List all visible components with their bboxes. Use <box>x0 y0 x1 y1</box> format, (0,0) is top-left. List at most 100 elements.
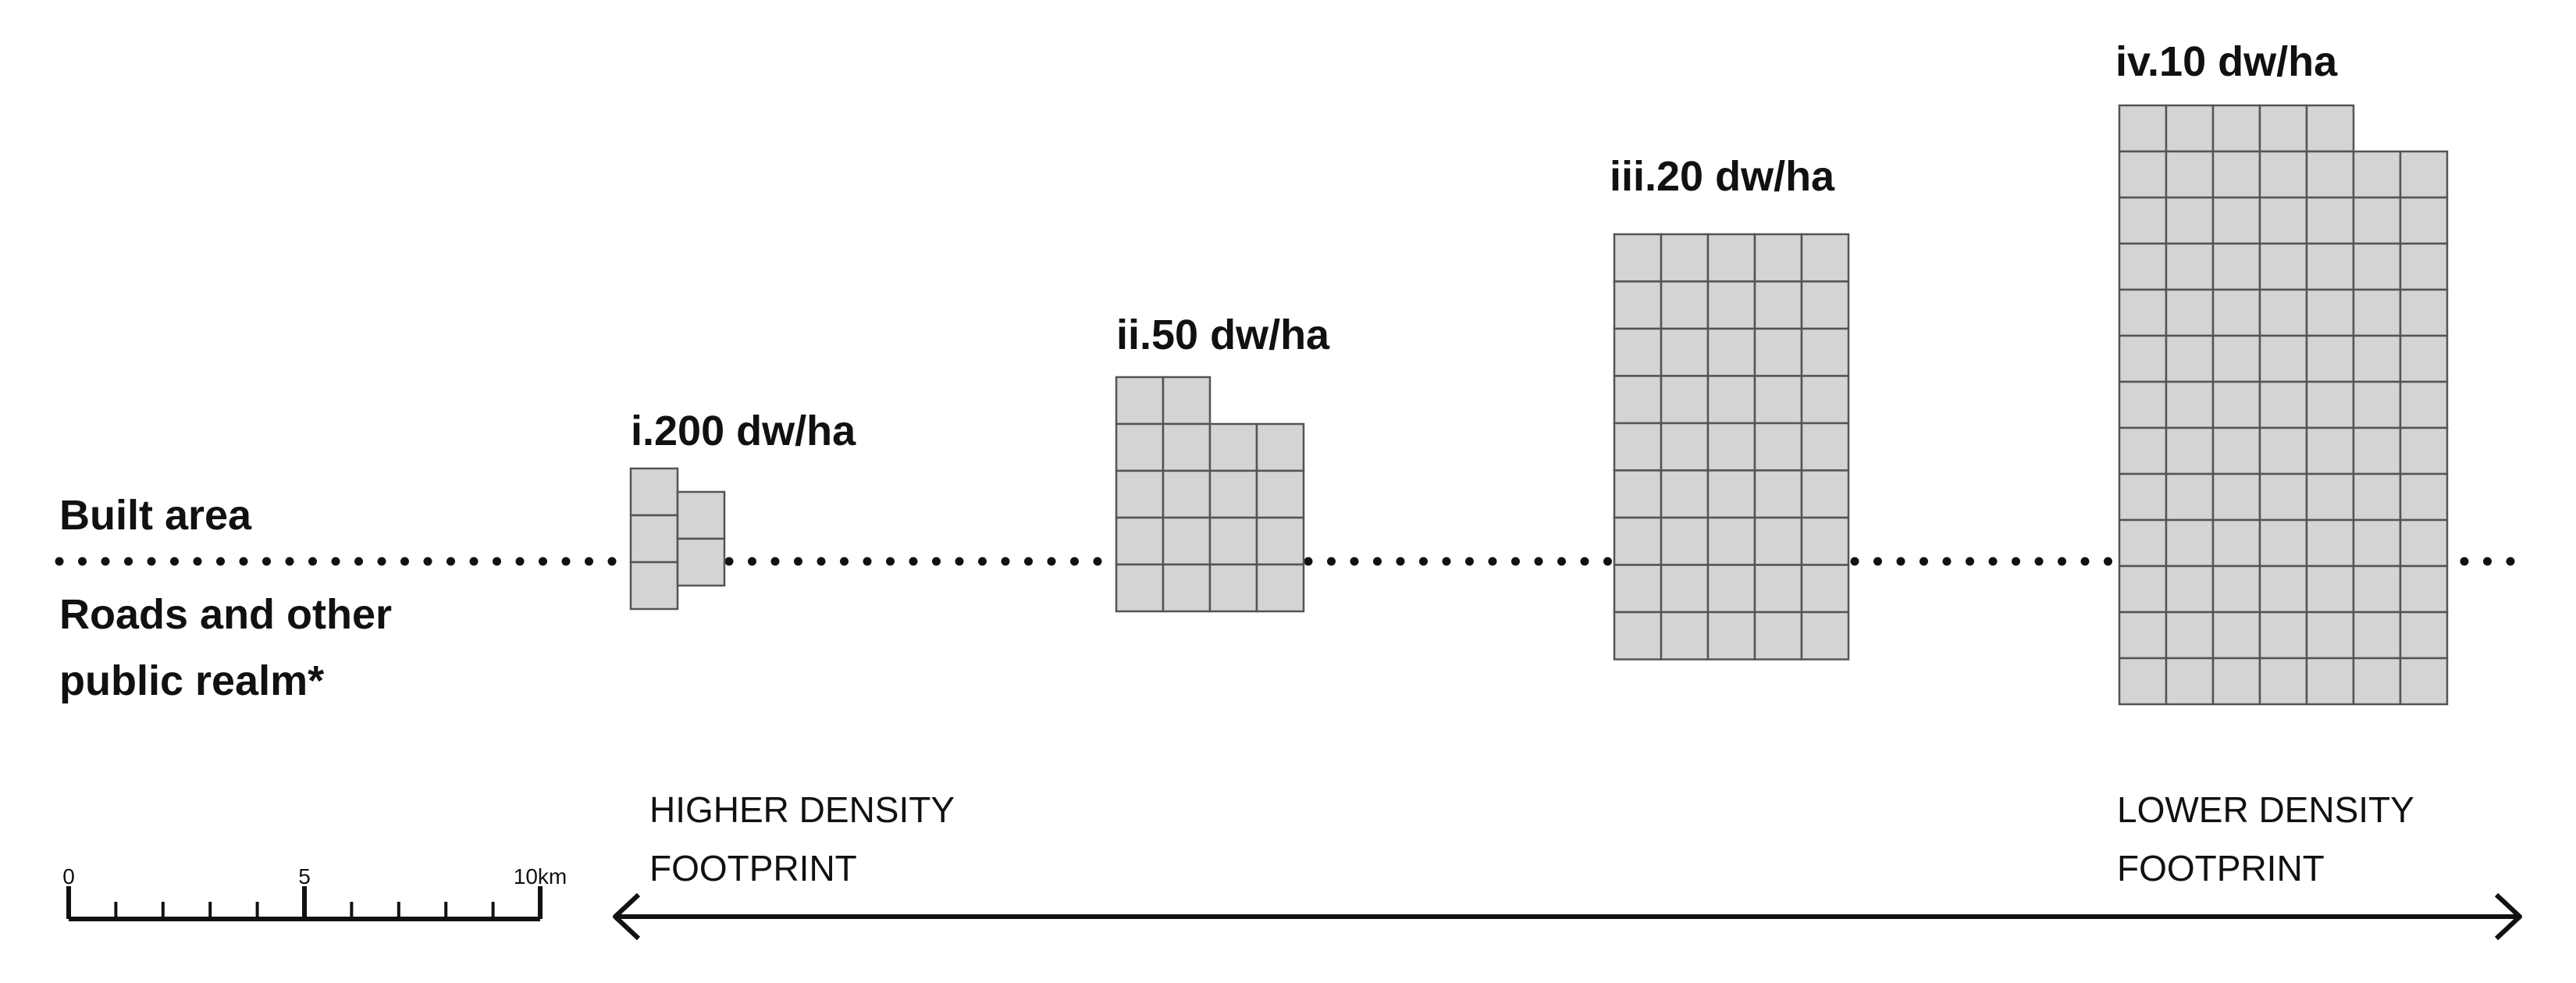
footprint-cell <box>1208 422 1258 472</box>
footprint-cell <box>2118 426 2168 475</box>
footprint-cell <box>1800 233 1850 283</box>
footprint-cell <box>2211 472 2261 522</box>
footprint-cell <box>2305 611 2355 660</box>
divider-dot <box>101 557 110 566</box>
divider-dot <box>2104 557 2112 566</box>
footprint-cell <box>2305 657 2355 706</box>
footprint-cell <box>2211 518 2261 568</box>
divider-dot <box>1557 557 1566 566</box>
footprint-cell <box>2118 288 2168 337</box>
footprint-cell <box>1613 422 1663 472</box>
footprint-cell <box>2352 288 2402 337</box>
footprint-cell <box>2258 196 2308 245</box>
footprint-cell <box>2305 426 2355 475</box>
footprint-cell <box>2305 242 2355 291</box>
divider-dot <box>1001 557 1010 566</box>
footprint-grid-200 <box>629 467 726 611</box>
lower-density-label-line2: FOOTPRINT <box>2117 848 2325 889</box>
footprint-cell <box>2352 196 2402 245</box>
divider-dot <box>1488 557 1497 566</box>
divider-dot <box>1873 557 1882 566</box>
footprint-cell <box>2305 150 2355 199</box>
footprint-cell <box>1800 280 1850 330</box>
divider-dot <box>2034 557 2044 566</box>
divider-dot <box>1603 557 1612 566</box>
footprint-cell <box>2399 196 2449 245</box>
footprint-cell <box>2211 104 2261 153</box>
footprint-cell <box>2305 334 2355 383</box>
divider-dot <box>1942 557 1952 566</box>
divider-dot <box>1304 557 1313 566</box>
footprint-cell <box>676 490 726 540</box>
footprint-cell <box>2258 426 2308 475</box>
divider-dot <box>607 557 617 566</box>
footprint-cell <box>1800 516 1850 566</box>
footprint-cell <box>2305 196 2355 245</box>
footprint-cell <box>2211 150 2261 199</box>
divider-dot <box>1850 557 1859 566</box>
built-area-label: Built area <box>59 492 252 539</box>
footprint-cell <box>1800 469 1850 519</box>
footprint-cell <box>2118 334 2168 383</box>
footprint-cell <box>1115 516 1165 566</box>
public-realm-label-line1: Roads and other <box>59 591 392 638</box>
footprint-cell <box>1255 516 1305 566</box>
footprint-cell <box>2258 611 2308 660</box>
divider-dot <box>863 557 872 566</box>
footprint-cell <box>2165 380 2215 429</box>
footprint-cell <box>2305 104 2355 153</box>
footprint-cell <box>2165 518 2215 568</box>
divider-dot <box>493 557 501 566</box>
footprint-cell <box>1613 233 1663 283</box>
footprint-cell <box>2165 611 2215 660</box>
divider-dot <box>1988 557 1998 566</box>
scale-label-10km: 10km <box>514 864 567 889</box>
divider-dot <box>955 557 964 566</box>
divider-dot <box>1580 557 1589 566</box>
footprint-cell <box>2305 472 2355 522</box>
footprint-grid-20 <box>1613 233 1850 661</box>
footprint-cell <box>1660 564 1710 614</box>
footprint-cell <box>2399 288 2449 337</box>
footprint-cell <box>2118 472 2168 522</box>
footprint-cell <box>2399 611 2449 660</box>
footprint-cell <box>2165 565 2215 614</box>
divider-dot <box>1070 557 1079 566</box>
divider-dot <box>1534 557 1543 566</box>
footprint-cell <box>2399 150 2449 199</box>
footprint-cell <box>2352 150 2402 199</box>
footprint-cell <box>1660 516 1710 566</box>
footprint-cell <box>1162 516 1212 566</box>
footprint-cell <box>1753 233 1803 283</box>
footprint-cell <box>2211 242 2261 291</box>
scenario-label-20: iii.20 dw/ha <box>1610 153 1835 200</box>
divider-dot <box>515 557 525 566</box>
divider-dot <box>794 557 802 566</box>
footprint-cell <box>1753 327 1803 377</box>
footprint-cell <box>1660 280 1710 330</box>
divider-dot <box>748 557 756 566</box>
density-arrow <box>613 892 2522 941</box>
divider-dot <box>539 557 547 566</box>
footprint-cell <box>676 537 726 587</box>
footprint-cell <box>2399 380 2449 429</box>
divider-dot <box>585 557 593 566</box>
divider-dot <box>1465 557 1474 566</box>
footprint-cell <box>1613 611 1663 661</box>
divider-dot <box>978 557 987 566</box>
divider-dot <box>840 557 849 566</box>
footprint-cell <box>2118 104 2168 153</box>
footprint-cell <box>2258 472 2308 522</box>
footprint-cell <box>2165 196 2215 245</box>
footprint-cell <box>2352 657 2402 706</box>
footprint-cell <box>2352 472 2402 522</box>
footprint-cell <box>1162 469 1212 519</box>
scale-bar: 0 5 10km <box>62 864 567 921</box>
divider-dot <box>1419 557 1428 566</box>
footprint-cell <box>1706 422 1756 472</box>
divider-dot <box>147 557 156 566</box>
density-arrow-right-head <box>2494 892 2522 941</box>
divider-dot <box>2483 557 2492 566</box>
divider-dot <box>55 557 64 566</box>
scenario-label-50: ii.50 dw/ha <box>1116 312 1330 358</box>
